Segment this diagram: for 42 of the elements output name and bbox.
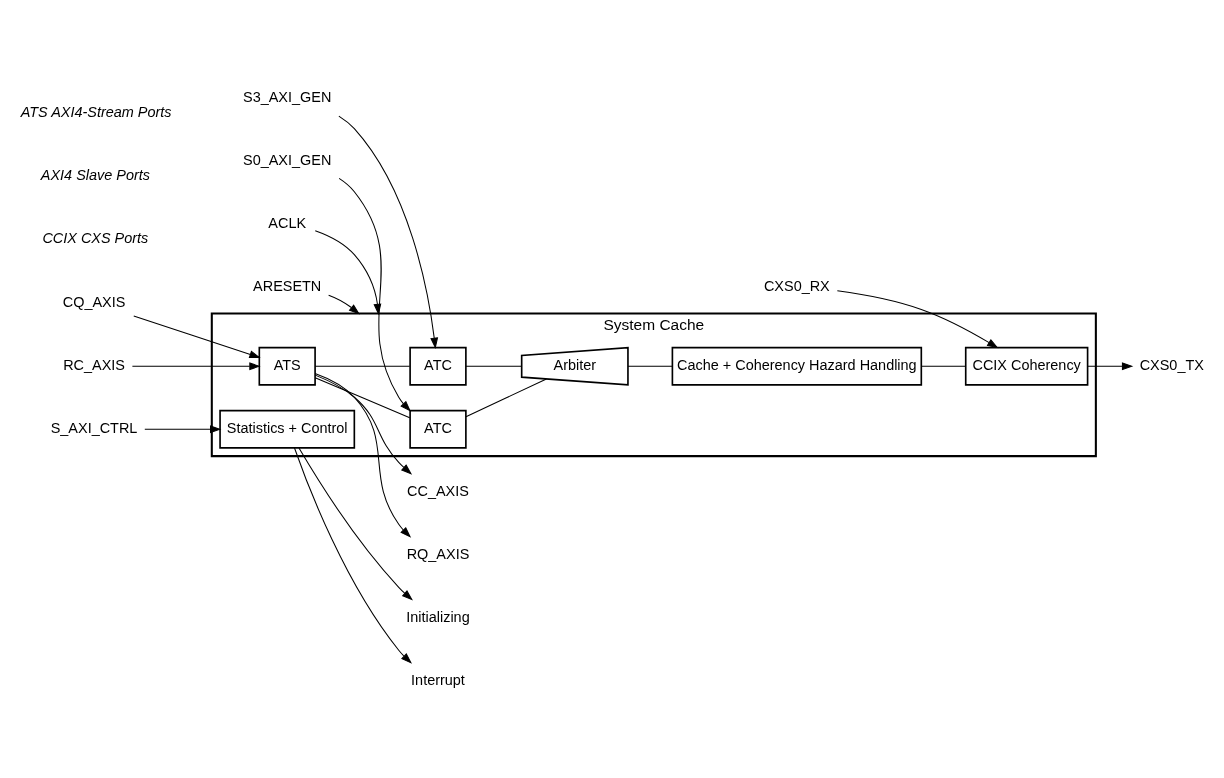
node-text: Interrupt: [411, 671, 465, 688]
connector: [314, 365, 411, 367]
connector: [920, 365, 967, 367]
arrow: [293, 446, 413, 664]
arrow: [1087, 361, 1134, 370]
arrow: [298, 447, 413, 601]
node-text: CC_AXIS: [407, 482, 469, 499]
arrow: [328, 294, 360, 315]
node-box: CCIX Coherency: [964, 346, 1089, 386]
label: CCIX CXS Ports: [42, 229, 149, 246]
node-box: Cache + Coherency Hazard Handling: [671, 346, 923, 386]
arrow: [314, 229, 382, 315]
connector: [465, 365, 523, 367]
arrow: [836, 289, 999, 348]
node-text: S_AXI_CTRL: [50, 419, 138, 436]
arrow: [144, 424, 222, 433]
arrow: [338, 177, 411, 412]
node-text: S0_AXI_GEN: [243, 151, 332, 168]
node-text: ACLK: [268, 214, 307, 231]
node-box: ATS: [258, 346, 316, 386]
node-text: Initializing: [406, 608, 470, 625]
node-box: Statistics + Control: [219, 409, 356, 449]
connector: [465, 378, 547, 417]
connector: [627, 365, 673, 367]
arrow: [133, 315, 261, 358]
node-text: S3_AXI_GEN: [243, 88, 332, 105]
node-text: RC_AXIS: [63, 356, 125, 373]
node-text: ARESETN: [253, 277, 322, 294]
arrow: [131, 361, 261, 370]
node-box: Arbiter: [520, 346, 629, 386]
arrow: [314, 374, 413, 475]
label: ATS AXI4-Stream Ports: [20, 103, 172, 120]
node-text: CXS0_TX: [1139, 356, 1204, 373]
node-box: ATC: [409, 409, 467, 449]
node-text: CXS0_RX: [763, 277, 830, 294]
node-text: CQ_AXIS: [62, 293, 126, 310]
arrow: [338, 115, 439, 349]
node-box: ATC: [409, 346, 467, 386]
arrow: [314, 372, 412, 538]
connector: [314, 376, 411, 418]
node-text: RQ_AXIS: [406, 545, 470, 562]
label: AXI4 Slave Ports: [40, 166, 151, 183]
